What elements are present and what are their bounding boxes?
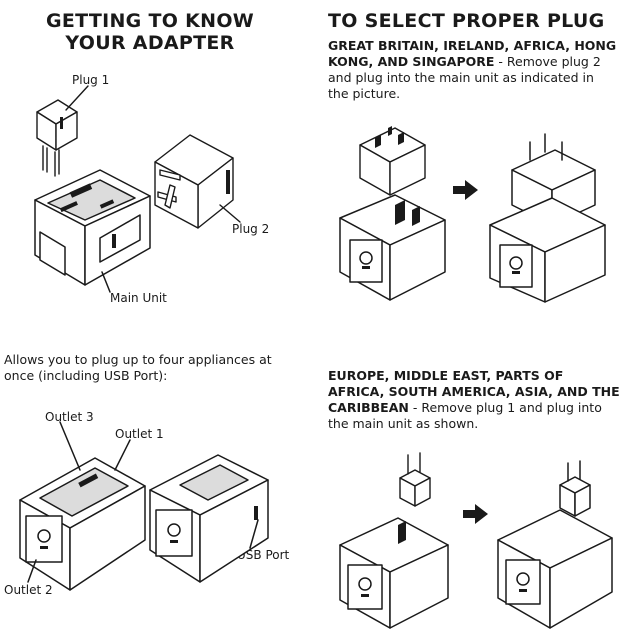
uk-inline-text: - Remove plug 2 [494,54,601,69]
eu-instructions: EUROPE, MIDDLE EAST, PARTS OF AFRICA, SO… [328,368,633,432]
main-unit-drawing [34,169,151,293]
allows-line1: Allows you to plug up to four appliances… [4,352,272,367]
uk-bold-line2: KONG, AND SINGAPORE [328,54,495,69]
label-outlet3: Outlet 3 [45,410,94,424]
outlets-unit-right-drawing [149,454,269,583]
left-heading: GETTING TO KNOW YOUR ADAPTER [40,10,260,54]
eu-bold-line2: AFRICA, SOUTH AMERICA, ASIA, AND THE [328,384,620,399]
eu-plug-drawing [399,452,431,507]
outlets-unit-left-drawing [19,421,146,591]
plug2-drawing [154,134,241,229]
label-plug2: Plug 2 [232,222,270,236]
uk-unit-left-drawing [339,194,446,301]
uk-text-line3: and plug into the main unit as indicated… [328,70,594,85]
eu-unit-left-drawing [339,517,449,629]
allows-text: Allows you to plug up to four appliances… [4,352,304,384]
eu-bold-line3: CARIBBEAN [328,400,409,415]
plug1-drawing [36,85,89,177]
eu-inline-text: - Remove plug 1 and plug into [408,400,602,415]
right-heading: TO SELECT PROPER PLUG [328,10,605,32]
eu-unit-assembled-drawing [497,460,613,629]
arrow-right-icon [453,180,478,200]
arrow-right-icon-2 [463,504,488,524]
eu-bold-line1: EUROPE, MIDDLE EAST, PARTS OF [328,368,564,383]
uk-unit-assembled-drawing [489,133,606,303]
label-outlet2: Outlet 2 [4,583,53,597]
uk-plug-drawing [359,126,426,196]
left-heading-line1: GETTING TO KNOW [45,10,255,32]
uk-instructions: GREAT BRITAIN, IRELAND, AFRICA, HONG KON… [328,38,628,102]
label-usb-port: USB Port [237,548,290,562]
uk-text-line4: the picture. [328,86,401,101]
left-heading-line2: YOUR ADAPTER [65,32,235,54]
allows-line2: once (including USB Port): [4,368,168,383]
uk-bold-line1: GREAT BRITAIN, IRELAND, AFRICA, HONG [328,38,617,53]
eu-text-line4: the main unit as shown. [328,416,479,431]
label-outlet1: Outlet 1 [115,427,164,441]
label-main-unit: Main Unit [110,291,167,305]
label-plug1: Plug 1 [72,73,110,87]
